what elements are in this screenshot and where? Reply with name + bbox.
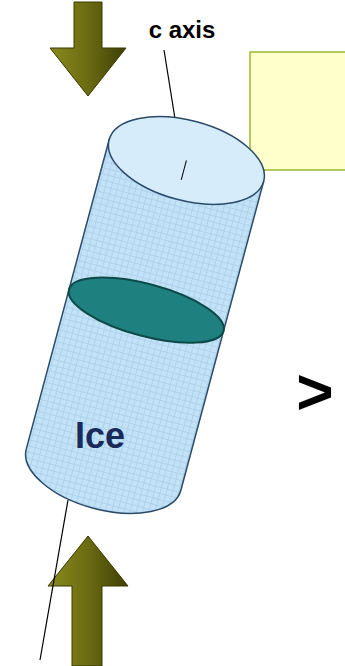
force-arrow — [48, 536, 128, 666]
material-name: Ice — [75, 415, 125, 457]
force-arrow — [50, 2, 126, 96]
comparison-sign: > — [296, 355, 333, 429]
axis-line — [40, 500, 68, 660]
note-box — [250, 52, 345, 170]
ice-body: Ice — [71, 413, 129, 459]
ice-cylinder — [16, 101, 274, 529]
axis-label: c axis — [149, 16, 216, 44]
